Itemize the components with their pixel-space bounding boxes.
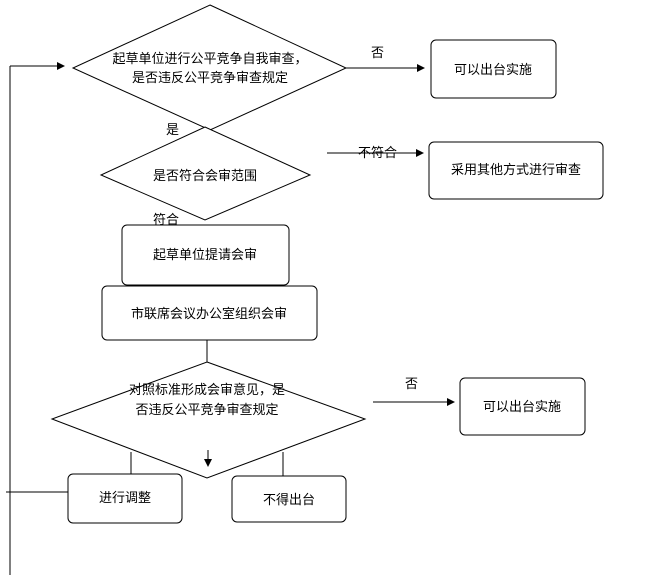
decision-self-review-line2: 是否违反公平竞争审查规定 [132, 70, 288, 86]
decision-self-review-line1: 起草单位进行公平竞争自我审查， [112, 51, 307, 67]
box-not-allowed [231, 475, 347, 523]
edge-label-fit: 符合 [153, 212, 179, 228]
result-can-implement-2 [459, 377, 586, 436]
box-adjust [67, 473, 183, 524]
result-can-implement-1 [430, 39, 557, 99]
box-office-organize-label: 市联席会议办公室组织会审 [131, 306, 287, 322]
decision-self-review [71, 4, 348, 131]
box-office-organize [101, 285, 318, 341]
decision-joint-opinion-line1: 对照标准形成会审意见，是 [129, 382, 285, 398]
box-not-allowed-label: 不得出台 [263, 492, 315, 508]
decision-joint-review-scope-label: 是否符合会审范围 [153, 168, 257, 184]
box-adjust-label: 进行调整 [99, 491, 151, 506]
decision-joint-opinion [50, 361, 367, 479]
decision-joint-opinion-line2: 否违反公平竞争审查规定 [135, 402, 278, 418]
result-can-implement-1-label: 可以出台实施 [454, 63, 532, 78]
result-other-review [428, 141, 604, 200]
box-submit-joint-review [121, 224, 290, 286]
edge-label-no-2: 否 [405, 377, 418, 392]
edge-label-notfit: 不符合 [358, 145, 397, 161]
edge-label-no-1: 否 [371, 46, 384, 61]
result-can-implement-2-label: 可以出台实施 [483, 400, 561, 415]
box-submit-joint-review-label: 起草单位提请会审 [153, 247, 257, 263]
decision-joint-review-scope [99, 126, 312, 221]
result-other-review-label: 采用其他方式进行审查 [451, 162, 581, 178]
edge-label-yes: 是 [166, 123, 179, 138]
